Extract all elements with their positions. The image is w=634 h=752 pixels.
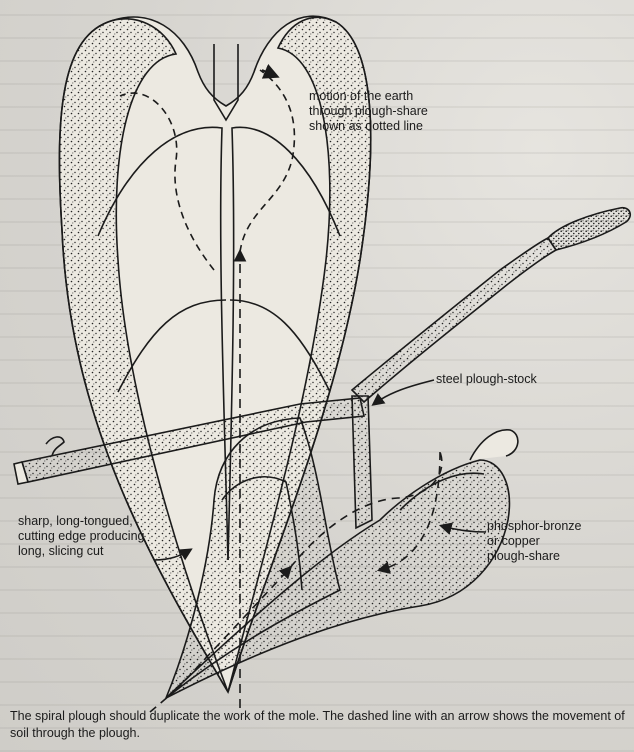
label-earth-motion: motion of the earth through plough-share…	[309, 89, 489, 134]
label-plough-stock: steel plough-stock	[436, 372, 576, 387]
figure-caption: The spiral plough should duplicate the w…	[10, 708, 630, 742]
label-cutting-edge: sharp, long-tongued, cutting edge produc…	[18, 514, 188, 559]
handle-grip	[548, 208, 630, 250]
label-plough-share: phosphor-bronze or copper plough-share	[487, 519, 617, 564]
